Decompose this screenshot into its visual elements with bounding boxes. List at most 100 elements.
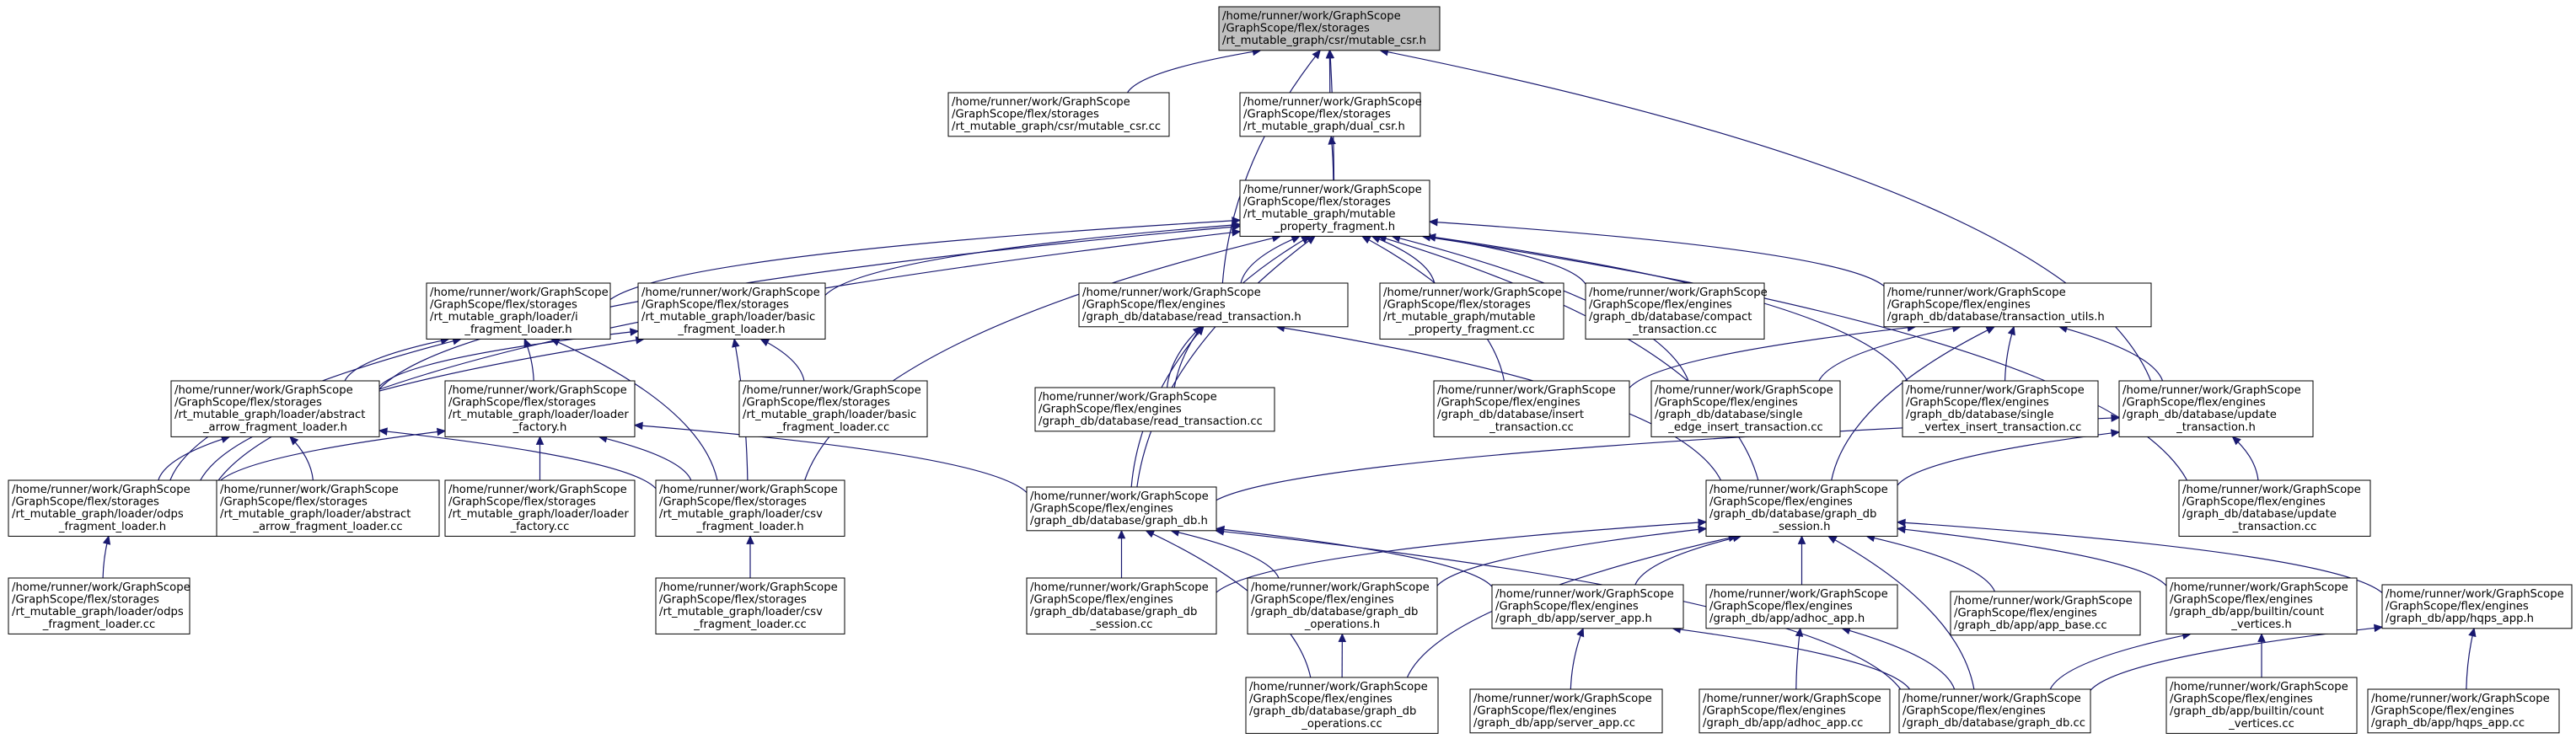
arrowhead [1360,235,1371,244]
node-label-line: _vertices.cc [2228,718,2294,731]
file-node[interactable]: /home/runner/work/GraphScope/GraphScope/… [2165,677,2358,734]
file-node[interactable]: /home/runner/work/GraphScope/GraphScope/… [2165,577,2358,634]
arrowhead [2257,633,2266,642]
node-label-line: /GraphScope/flex/engines [2385,601,2529,613]
node-label-line: _factory.h [513,421,567,434]
file-node[interactable]: /home/runner/work/GraphScope/GraphScope/… [170,380,380,437]
file-node[interactable]: /home/runner/work/GraphScope/GraphScope/… [1239,179,1430,237]
include-edge [550,338,718,481]
file-node[interactable]: /home/runner/work/GraphScope/GraphScope/… [1705,584,1898,629]
file-node[interactable]: /home/runner/work/GraphScope/GraphScope/… [216,479,440,537]
node-box [1247,577,1438,634]
arrowhead [746,535,754,544]
file-node[interactable]: /home/runner/work/GraphScope/GraphScope/… [655,577,845,634]
node-label-line: _session.h [1773,521,1831,533]
node-box [2367,688,2560,734]
arrowhead [436,427,447,436]
file-node[interactable]: /home/runner/work/GraphScope/GraphScope/… [1026,486,1217,532]
file-node[interactable]: /home/runner/work/GraphScope/GraphScope/… [1433,380,1630,437]
file-node[interactable]: /home/runner/work/GraphScope/GraphScope/… [2118,380,2314,437]
file-node[interactable]: /home/runner/work/GraphScope/GraphScope/… [2381,584,2573,629]
node-label-line: /rt_mutable_graph/loader/i [430,311,578,324]
file-node[interactable]: /home/runner/work/GraphScope/GraphScope/… [1950,591,2141,636]
node-label-line: _property_fragment.cc [1408,324,1534,336]
file-node[interactable]: /home/runner/work/GraphScope/GraphScope/… [444,479,636,537]
arrowhead [2374,624,2384,633]
node-label-line: /home/runner/work/GraphScope [430,286,609,299]
file-node[interactable]: /home/runner/work/GraphScope/GraphScope/… [444,380,636,437]
file-node[interactable]: /home/runner/work/GraphScope/GraphScope/… [2178,479,2371,537]
node-label-line: /home/runner/work/GraphScope [12,581,191,594]
file-node[interactable]: /home/runner/work/GraphScope/GraphScope/… [1026,577,1217,634]
file-node[interactable]: /home/runner/work/GraphScope/GraphScope/… [426,282,611,340]
include-edge [1371,235,1436,284]
file-node[interactable]: /home/runner/work/GraphScope/GraphScope/… [655,479,845,537]
node-label-line: _fragment_loader.cc [693,618,806,631]
node-label-line: /GraphScope/flex/engines [2371,705,2514,718]
arrowhead [1326,49,1335,59]
arrowhead [1328,135,1336,145]
node-label-line: /graph_db/database/single [1655,409,1802,421]
node-label-line: /graph_db/database/update [2123,409,2277,421]
file-node[interactable]: /home/runner/work/GraphScope/GraphScope/… [1650,380,1841,437]
file-node[interactable]: /home/runner/work/GraphScope/GraphScope/… [637,282,826,340]
file-node[interactable]: /home/runner/work/GraphScope/GraphScope/… [1239,92,1422,137]
node-label-line: /graph_db/app/server_app.h [1495,613,1652,625]
node-label-line: /GraphScope/flex/storages [952,109,1099,121]
file-node[interactable]: /home/runner/work/GraphScope/GraphScope/… [8,479,217,537]
include-edge [1436,527,1707,586]
node-label-line: /graph_db/database/graph_db.h [1030,515,1208,527]
include-edge [634,424,1028,493]
node-label-line: /GraphScope/flex/engines [1249,693,1393,706]
node-label-line: _transaction.cc [1632,324,1717,336]
node-label-line: /GraphScope/flex/engines [1703,705,1846,718]
node-label-line: _transaction.cc [2232,521,2317,533]
file-node[interactable]: /home/runner/work/GraphScope/GraphScope/… [1469,688,1663,734]
node-label-line: /graph_db/app/adhoc_app.cc [1703,717,1863,730]
file-node[interactable]: /home/runner/work/GraphScope/GraphScope/… [1898,688,2091,734]
file-node[interactable]: /home/runner/work/GraphScope/GraphScope/… [1902,380,2099,437]
node-label-line: /rt_mutable_graph/loader/basic [641,311,815,324]
file-node[interactable]: /home/runner/work/GraphScope/GraphScope/… [1245,677,1439,734]
file-node[interactable]: /home/runner/work/GraphScope/GraphScope/… [1218,6,1441,51]
node-label-line: /home/runner/work/GraphScope [1495,588,1674,601]
node-label-line: /rt_mutable_graph/loader/abstract [174,409,365,421]
node-label-line: /GraphScope/flex/engines [1251,594,1394,607]
node-label-line: /graph_db/app/app_base.cc [1954,619,2107,632]
node-label-line: /rt_mutable_graph/csr/mutable_csr.cc [952,120,1161,133]
node-label-line: /home/runner/work/GraphScope [641,286,820,299]
arrowhead [1338,633,1347,642]
node-label-line: /GraphScope/flex/storages [1243,196,1391,209]
file-node[interactable]: /home/runner/work/GraphScope/GraphScope/… [738,380,928,437]
arrowhead [102,535,111,545]
file-node[interactable]: /home/runner/work/GraphScope/GraphScope/… [1247,577,1438,634]
include-edge [1831,326,1995,481]
file-node[interactable]: /home/runner/work/GraphScope/GraphScope/… [1034,387,1275,432]
arrowhead [1698,525,1708,534]
file-node[interactable]: /home/runner/work/GraphScope/GraphScope/… [947,92,1170,137]
file-node[interactable]: /home/runner/work/GraphScope/GraphScope/… [8,577,191,634]
arrowhead [1985,326,1996,335]
node-label-line: /GraphScope/flex/storages [659,496,807,509]
file-node[interactable]: /home/runner/work/GraphScope/GraphScope/… [1699,688,1891,734]
node-label-line: /GraphScope/flex/engines [1030,594,1173,607]
node-label-line: /rt_mutable_graph/loader/odps [12,508,184,521]
file-node[interactable]: /home/runner/work/GraphScope/GraphScope/… [1379,282,1564,340]
node-label-line: _transaction.h [2176,421,2256,434]
file-node[interactable]: /home/runner/work/GraphScope/GraphScope/… [1705,479,1898,537]
node-label-line: _property_fragment.h [1274,221,1395,233]
file-node[interactable]: /home/runner/work/GraphScope/GraphScope/… [1491,584,1684,629]
include-edge [2058,326,2164,382]
include-edge [1570,628,1584,690]
file-node[interactable]: /home/runner/work/GraphScope/GraphScope/… [1883,282,2152,328]
node-label-line: /home/runner/work/GraphScope [2385,588,2564,601]
file-node[interactable]: /home/runner/work/GraphScope/GraphScope/… [2367,688,2560,734]
arrowhead [1896,525,1906,534]
node-label-line: /GraphScope/flex/storages [448,397,596,409]
node-box [216,479,440,537]
node-box [1239,179,1430,237]
node-box [1699,688,1891,734]
node-box [8,577,191,634]
file-node[interactable]: /home/runner/work/GraphScope/GraphScope/… [1078,282,1349,328]
file-node[interactable]: /home/runner/work/GraphScope/GraphScope/… [1585,282,1768,340]
